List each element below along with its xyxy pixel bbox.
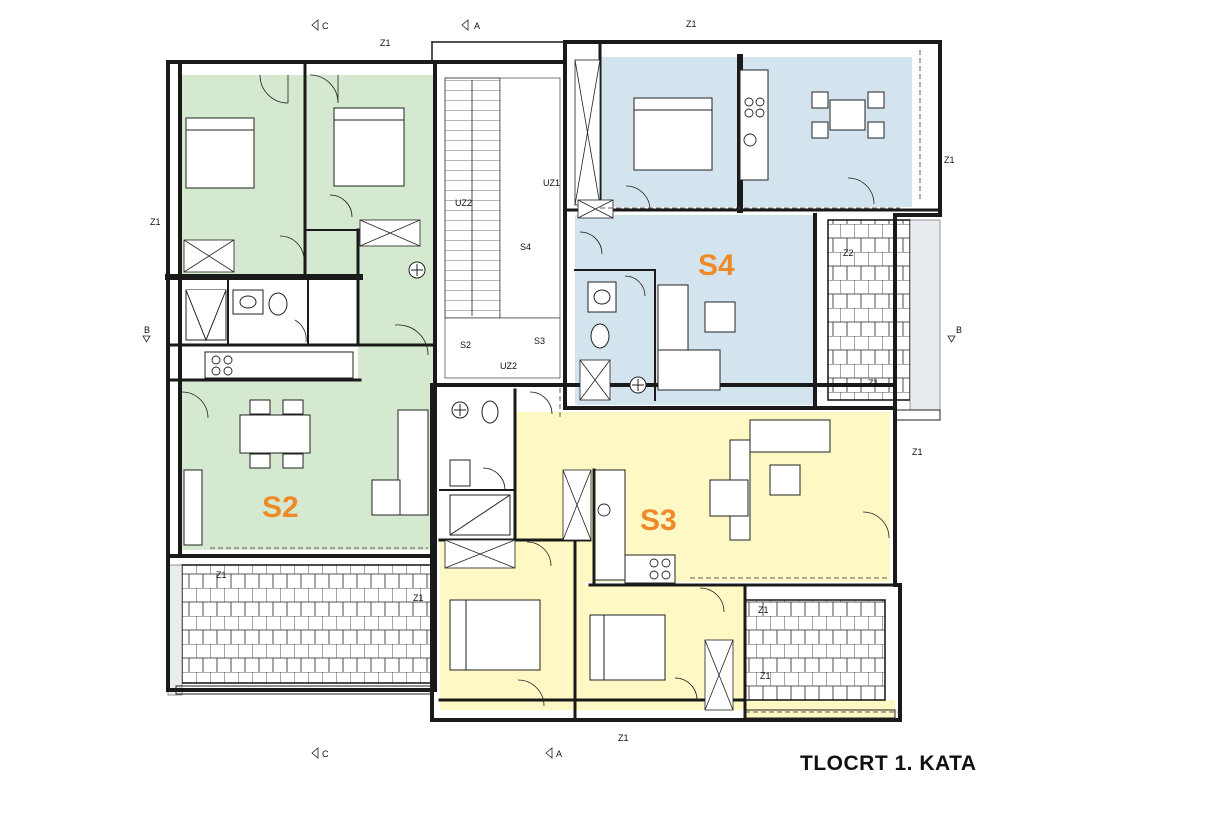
unit-label-s2: S2 [262, 491, 299, 524]
window-mark-z1-e: Z1 [868, 378, 879, 388]
window-mark-z1-f: Z1 [912, 447, 923, 457]
walls [165, 40, 942, 722]
window-mark-z1-d: Z1 [944, 155, 955, 165]
kitchens [204, 69, 769, 584]
bathrooms [185, 281, 617, 536]
window-mark-uz2-b: UZ2 [500, 361, 517, 371]
window-mark-uz2-a: UZ2 [455, 198, 472, 208]
window-mark-z1-a: Z1 [380, 38, 391, 48]
unit-label-s3: S3 [640, 504, 677, 537]
window-mark-z1-b: Z1 [686, 19, 697, 29]
window-mark-z1-g: Z1 [216, 570, 227, 580]
stair-mark-s3: S3 [534, 336, 545, 346]
stair-mark-s4: S4 [520, 242, 531, 252]
staircase [444, 77, 561, 379]
section-mark-b-left: B [144, 325, 150, 335]
section-mark-c-top: C [322, 21, 329, 31]
section-mark-a-top: A [474, 21, 480, 31]
door-swings [181, 74, 890, 707]
unit-label-s4: S4 [698, 249, 735, 282]
window-mark-z1-c: Z1 [150, 217, 161, 227]
window-mark-z2: Z2 [843, 248, 854, 258]
stove-burners [211, 97, 765, 580]
dining-sets [239, 91, 885, 469]
boilers [408, 261, 647, 419]
window-mark-z1-i: Z1 [758, 605, 769, 615]
beds [185, 97, 713, 681]
section-mark-b-right: B [956, 325, 962, 335]
drawing-title: TLOCRT 1. KATA [800, 752, 977, 775]
overhang-lines [210, 50, 921, 713]
window-mark-z1-h: Z1 [413, 593, 424, 603]
terrace-s3 [744, 599, 886, 701]
section-markers [142, 19, 956, 759]
window-mark-z1-j: Z1 [760, 671, 771, 681]
terrace-s2 [167, 564, 433, 696]
stair-mark-s2: S2 [460, 340, 471, 350]
sofas [183, 284, 831, 546]
window-mark-z1-k: Z1 [618, 733, 629, 743]
built-in-wardrobes [183, 59, 734, 711]
section-mark-c-bottom: C [322, 749, 329, 759]
section-mark-a-bottom: A [556, 749, 562, 759]
window-mark-uz1: UZ1 [543, 178, 560, 188]
terrace-railings [175, 409, 941, 719]
